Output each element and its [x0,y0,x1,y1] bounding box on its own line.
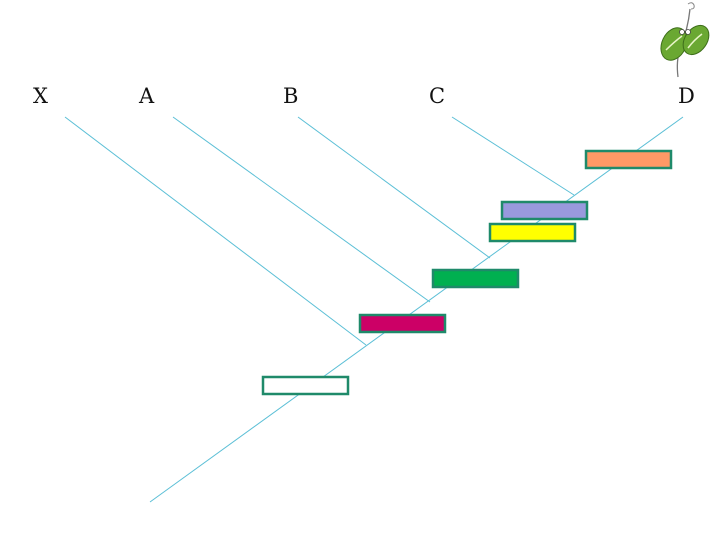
branch-lines [64,116,684,503]
character-box-2 [358,313,447,334]
taxon-label-x: X [33,84,48,108]
taxon-label-c: C [429,84,446,108]
branch-x [64,116,367,346]
branch-b [297,116,491,259]
character-box-4 [488,222,577,243]
leaf-sprig-icon [660,2,710,78]
character-box-6 [584,149,673,170]
taxon-label-d: D [678,84,695,108]
character-box-5 [500,200,589,221]
character-boxes [261,149,673,396]
character-box-1 [261,375,350,396]
branch-c [451,116,575,196]
taxon-label-b: B [283,84,299,108]
taxon-label-a: A [139,84,155,108]
main-trunk [149,116,684,503]
branch-a [172,116,431,303]
character-box-3 [431,268,520,289]
